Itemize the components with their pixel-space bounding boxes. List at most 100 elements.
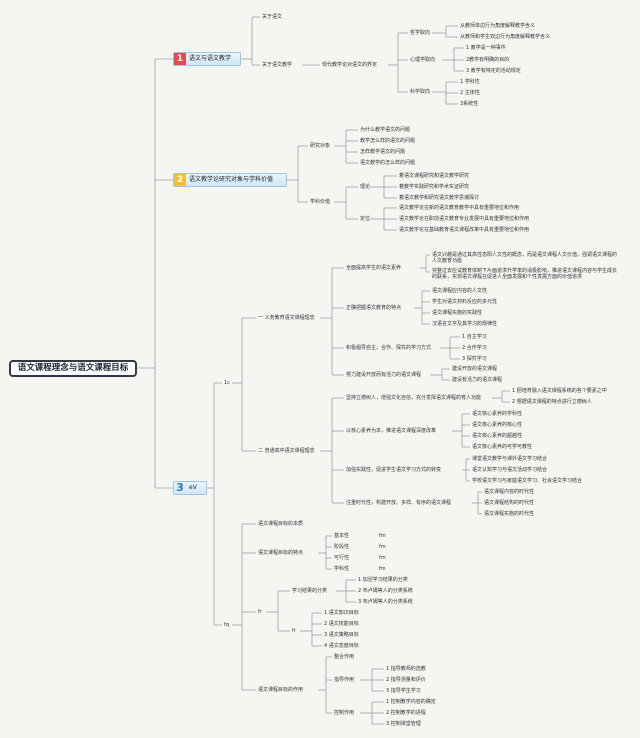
features-item[interactable]: 汉语言文字及其学习的规律性 [432, 321, 498, 327]
research-object-item[interactable]: 语文教学的怎么样的问题 [360, 160, 416, 166]
features-item[interactable]: 语文课程实施的实践性 [432, 310, 483, 316]
position-item[interactable]: 语文教学论在新的语文教育教学中具有重要地位和作用 [399, 205, 520, 211]
main-topic-2-label: 语文教学论研究对象与学科价值 [189, 176, 274, 183]
number-badge-1: 1 [174, 53, 186, 65]
guide-item[interactable]: 2 指导测量和评价 [386, 677, 426, 683]
character-label[interactable]: 语文课程目标的特点 [258, 550, 304, 556]
theory-label[interactable]: 理论 [360, 184, 371, 190]
practice-item[interactable]: 课堂语文教学与课外语文学习结合 [472, 456, 548, 462]
psychology-item[interactable]: 3 教学有特定的活动规定 [466, 68, 521, 74]
character-item[interactable]: 基本性 [334, 533, 350, 539]
science-item[interactable]: 3系统性 [460, 101, 479, 107]
philosophy-item[interactable]: 从教师和学生双边行为角度解释教学含义 [460, 34, 551, 40]
core-label[interactable]: 以核心素养为本，推进语文课程深度改革 [346, 428, 437, 434]
character-tag[interactable]: fm [379, 544, 386, 550]
fr2-item[interactable]: 2 语文技能目标 [324, 621, 359, 627]
practice-item[interactable]: 语文认知学习与语文活动学习结合 [472, 467, 548, 473]
methods-label[interactable]: 积极倡导自主、合作、探究的学习方式 [346, 345, 432, 351]
character-tag[interactable]: fm [379, 566, 386, 572]
methods-item[interactable]: 1 自主学习 [462, 334, 487, 340]
character-item[interactable]: 可行性 [334, 555, 350, 561]
morality-item[interactable]: 1 把培育融入语文课程系统的各个要素之中 [512, 388, 607, 394]
science-item[interactable]: 1 学科性 [460, 79, 480, 85]
high-school-label[interactable]: 二 普通高中语文课程理念 [258, 448, 315, 454]
practice-label[interactable]: 加强实践性，促进学生语文学习方式的转变 [346, 467, 442, 473]
about-chinese[interactable]: 关于语文 [262, 14, 283, 20]
features-label[interactable]: 正确把握语文教育的特点 [346, 305, 402, 311]
system-item[interactable]: 建设有活力的语文课程 [452, 377, 503, 383]
learning-item[interactable]: 1 加涅学习结果的分类 [358, 577, 408, 583]
core-item[interactable]: 语文核心素养的可学可教性 [472, 444, 533, 450]
science-label[interactable]: 科学取向 [410, 89, 431, 95]
philosophy-label[interactable]: 哲学取向 [410, 30, 431, 36]
control-item[interactable]: 3 控制课堂管理 [386, 721, 421, 727]
era-item[interactable]: 语文课程内容的时代性 [484, 489, 535, 495]
essence-label[interactable]: 语文课程目标的本质 [258, 521, 304, 527]
literacy-item[interactable]: 完整过去应试教育体制下片面追求升学率的消极影响，推进语文课程内容与学生成长的联系… [432, 268, 618, 280]
features-item[interactable]: 语文课程应内容的人文性 [432, 288, 488, 294]
character-item[interactable]: 学科性 [334, 566, 350, 572]
research-object-item[interactable]: 教学怎么样的语文的问题 [360, 138, 416, 144]
system-item[interactable]: 建设开放的语文课程 [452, 366, 498, 372]
research-object-label[interactable]: 研究对象 [310, 143, 331, 149]
control-item[interactable]: 2 控制教学的进程 [386, 710, 426, 716]
literacy-label[interactable]: 全面提高学生的语文素养 [346, 265, 402, 271]
features-item[interactable]: 学生对语文材料反应的多元性 [432, 299, 498, 305]
core-item[interactable]: 语文核心素养的核心性 [472, 422, 523, 428]
fr2-item[interactable]: 4 语文态度目标 [324, 643, 359, 649]
fr-label[interactable]: fr [258, 609, 262, 615]
integrate-label[interactable]: 整合作用 [334, 654, 355, 660]
about-teaching[interactable]: 关于语文教学 [262, 62, 293, 68]
research-object-item[interactable]: 怎样教学语文的问题 [360, 149, 406, 155]
theory-item[interactable]: 着语文课程研究和语文教学研究 [399, 173, 470, 179]
number-badge-2: 2 [174, 174, 186, 186]
guide-item[interactable]: 1 指导教师的选教 [386, 666, 426, 672]
system-label[interactable]: 努力建设开放而有活力的语文课程 [346, 372, 422, 378]
psychology-item[interactable]: 2教学有明确的目的 [466, 57, 510, 63]
psychology-item[interactable]: 1 教学是一种事件 [466, 45, 506, 51]
control-label[interactable]: 控制作用 [334, 710, 355, 716]
research-object-item[interactable]: 为什么教学语文的问题 [360, 127, 411, 133]
practice-item[interactable]: 学校语文学习与家庭语文学习、社会语文学习结合 [472, 478, 583, 484]
theory-item[interactable]: 着教学实践研究和学术实证研究 [399, 184, 470, 190]
core-item[interactable]: 语文核心素养的超越性 [472, 433, 523, 439]
modern-view[interactable]: 现代教学论对语文的界定 [322, 62, 378, 68]
morality-item[interactable]: 2 根据语文课程的特点进行立德树人 [512, 399, 592, 405]
fr2-item[interactable]: 1 语文知识目标 [324, 610, 359, 616]
position-item[interactable]: 语文教学论在职前语文教育专业发展中具有重要地位和作用 [399, 216, 530, 222]
learning-label[interactable]: 学习结果的分类 [292, 588, 328, 594]
core-item[interactable]: 语文核心素养的学科性 [472, 411, 523, 417]
philosophy-item[interactable]: 从教师单边行为角度解释教学含义 [460, 23, 536, 29]
section-2-label[interactable]: fq [224, 622, 229, 628]
theory-item[interactable]: 着语文教学和研究语文教学思潮探讨 [399, 195, 480, 201]
root-topic[interactable]: 语文课程理念与语文课程目标 [9, 360, 137, 377]
era-label[interactable]: 注重时代性，构建开放、多样、有序的语文课程 [346, 500, 452, 506]
character-tag[interactable]: fm [379, 533, 386, 539]
era-item[interactable]: 语文课程结构的时代性 [484, 500, 535, 506]
fr2-item[interactable]: 3 语文策略目标 [324, 632, 359, 638]
psychology-label[interactable]: 心理学取向 [410, 57, 436, 63]
morality-label[interactable]: 坚持立德树人，增强文化自信，充分发挥语文课程的育人功能 [346, 395, 482, 401]
role-label[interactable]: 语文课程目标的作用 [258, 687, 304, 693]
discipline-value-label[interactable]: 学科价值 [310, 199, 331, 205]
era-item[interactable]: 语文课程实施的时代性 [484, 511, 535, 517]
section-1-label[interactable]: 1c [224, 380, 230, 386]
compulsory-label[interactable]: 一 义务教育语文课程理念 [258, 315, 315, 321]
literacy-item[interactable]: 语文兴趣是通过其高性态阳人文性的概念，而是语文课程人文价值，强调语文课程的人文教… [432, 252, 618, 264]
character-tag[interactable]: fm [379, 555, 386, 561]
methods-item[interactable]: 2 合作学习 [462, 345, 487, 351]
position-label[interactable]: 定位 [360, 216, 371, 222]
learning-item[interactable]: 2 布卢姆等人的分类系统 [358, 588, 413, 594]
fr2-label[interactable]: fr [292, 628, 296, 634]
learning-item[interactable]: 3 布卢姆等人的分类系统 [358, 599, 413, 605]
guide-label[interactable]: 指导作用 [334, 677, 355, 683]
methods-item[interactable]: 3 探究学习 [462, 356, 487, 362]
control-item[interactable]: 1 控制教学内容的确定 [386, 699, 436, 705]
character-item[interactable]: 阶段性 [334, 544, 350, 550]
science-item[interactable]: 2 主体性 [460, 90, 480, 96]
position-item[interactable]: 语文教学论在基础教育语文课程改革中具有重要地位和作用 [399, 227, 530, 233]
guide-item[interactable]: 3 指导学生学习 [386, 688, 421, 694]
